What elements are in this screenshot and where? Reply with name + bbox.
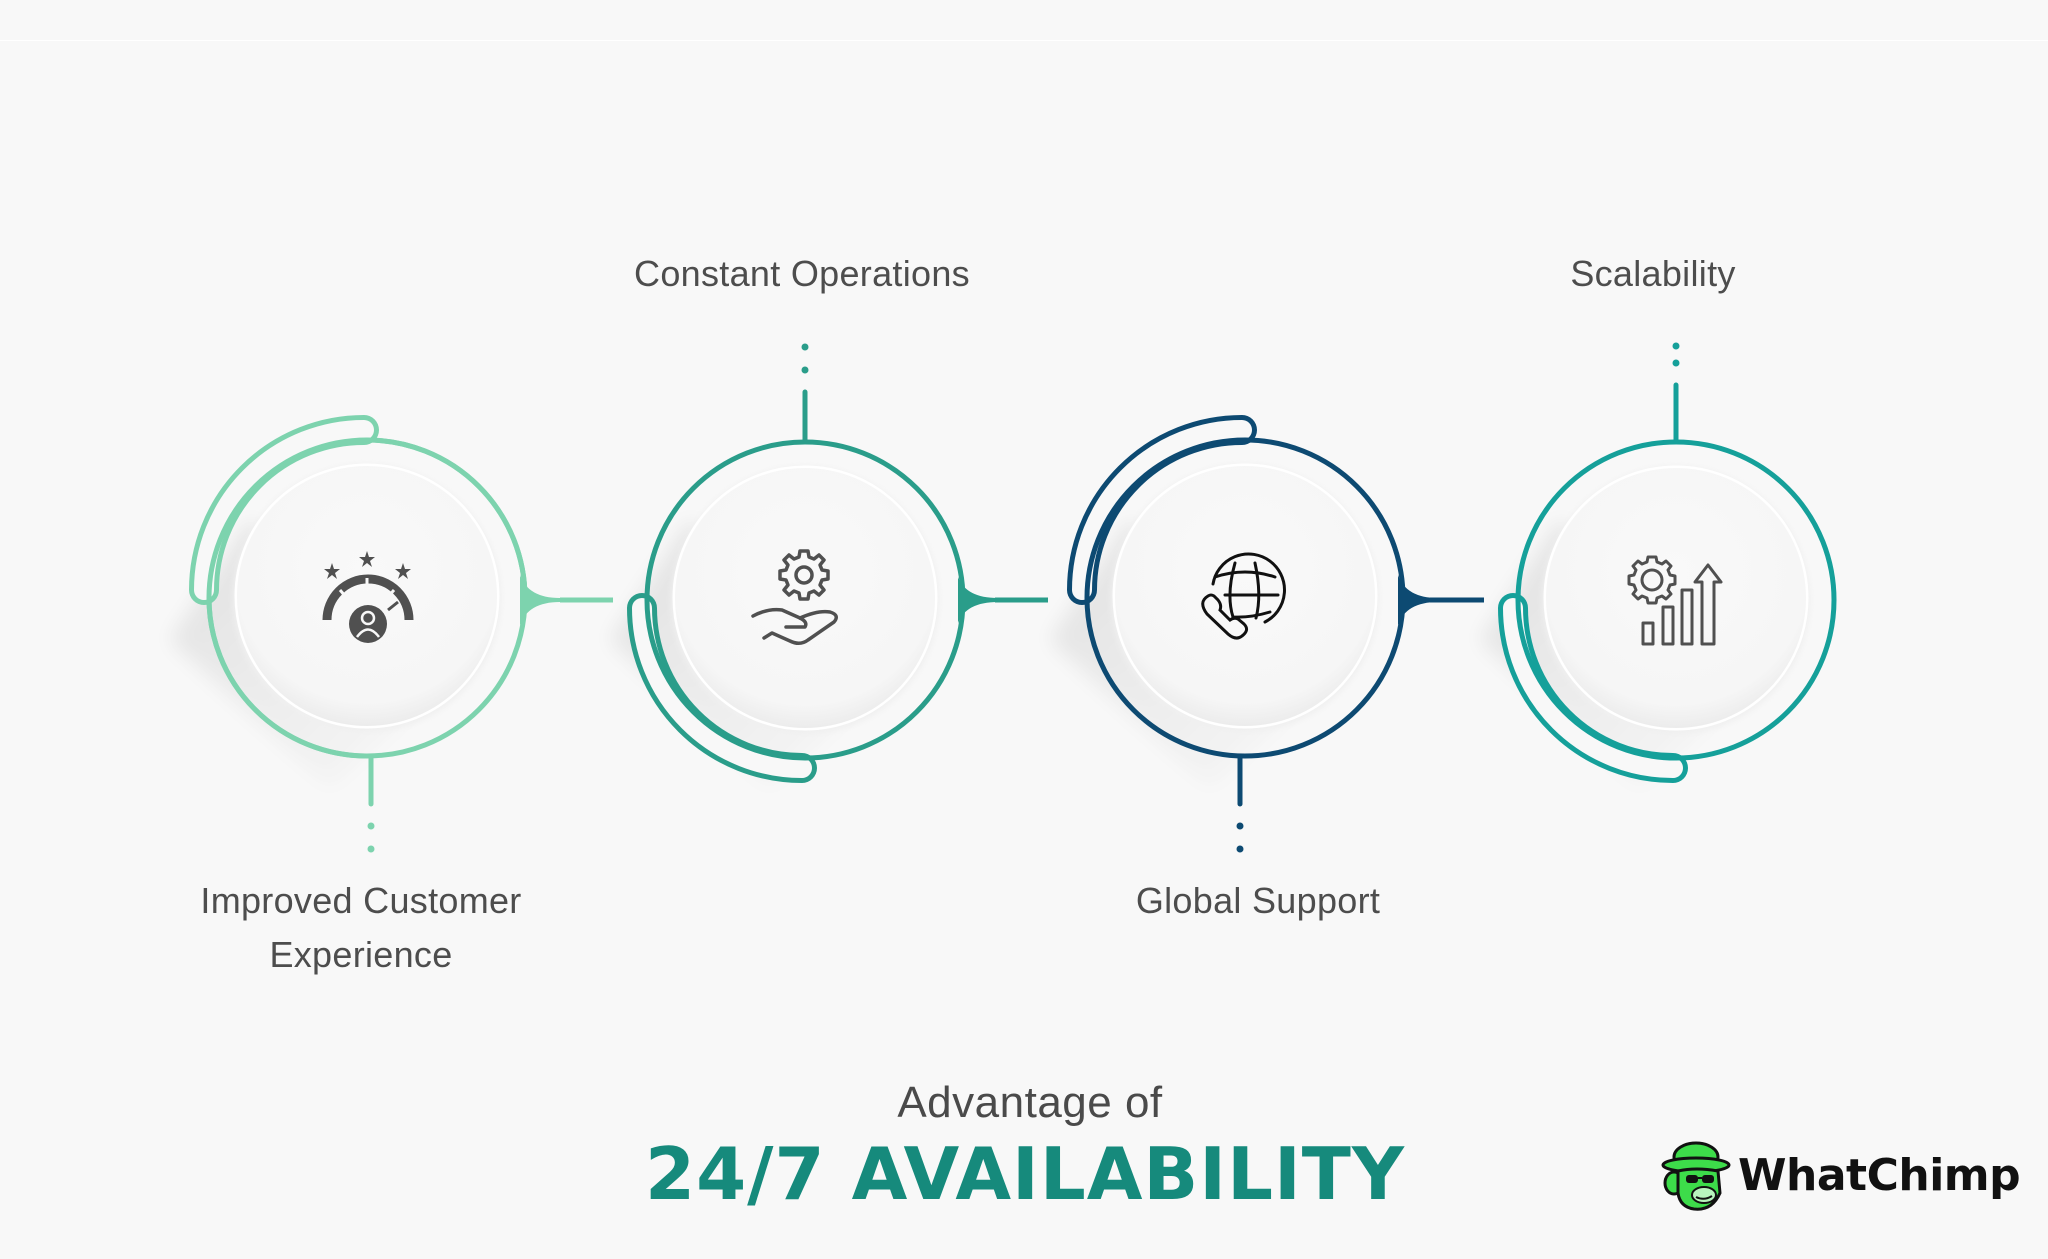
chimp-with-hat-icon [1661,1141,1731,1211]
gear-in-hand-icon [751,549,838,645]
growth-chart-gear-icon [1627,555,1723,646]
subtitle: Advantage of [897,1078,1163,1127]
brand-name: WhatChimp [1738,1149,2021,1201]
step-1-improved-customer-experience [170,415,613,853]
step-3-global-support [1050,415,1484,853]
step-2-constant-operations [610,343,1048,790]
step-2-label-line-1: Constant Operations [634,253,970,294]
step-2-label: Constant Operations [634,247,970,301]
customer-satisfaction-gauge-icon [322,551,414,643]
step-3-label-line-1: Global Support [1135,880,1381,921]
brand-logo: WhatChimp [1660,1135,2021,1215]
globe-phone-icon [1201,552,1286,640]
page-title: 24/7 AVAILABILITY [644,1132,1406,1216]
step-1-label-line-2: Experience [269,934,453,975]
step-1-label-line-1: Improved Customer [200,880,522,921]
step-4-label: Scalability [1570,247,1735,301]
step-1-label: Improved Customer Experience [200,874,521,982]
step-4-scalability [1480,342,1837,790]
step-3-label: Global Support [1136,874,1380,928]
top-divider [0,40,2048,41]
step-4-label-line-1: Scalability [1570,253,1736,294]
